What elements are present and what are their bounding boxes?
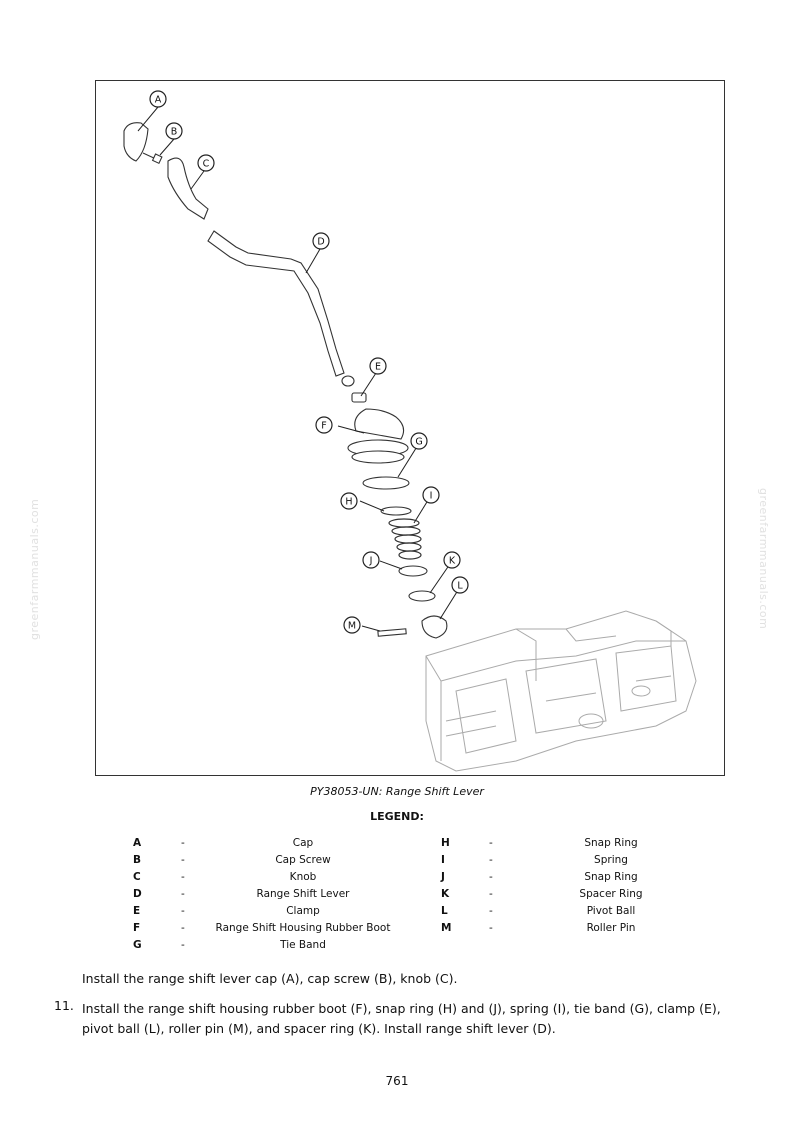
callout-k: K — [443, 551, 461, 569]
legend-letter: F — [133, 922, 141, 934]
step-instruction-line-1: Install the range shift housing rubber b… — [82, 1001, 721, 1016]
legend-dash: - — [181, 905, 185, 917]
legend-letter: B — [133, 854, 142, 866]
step-instruction-line-2: pivot ball (L), roller pin (M), and spac… — [82, 1021, 556, 1036]
rubber-boot-part — [347, 408, 409, 464]
legend-letter: M — [441, 922, 452, 934]
callout-c: C — [197, 154, 215, 172]
legend-letter: H — [441, 837, 450, 849]
svg-text:M: M — [348, 621, 356, 632]
legend-letter: A — [133, 837, 142, 849]
legend-dash: - — [181, 922, 185, 934]
legend-name: Clamp — [286, 905, 320, 917]
legend-letter: E — [133, 905, 141, 917]
legend-letter: C — [133, 871, 141, 883]
range-shift-lever-diagram: A B C D E F G H I J K L M — [123, 90, 697, 772]
svg-text:H: H — [345, 497, 352, 508]
legend-name: Spring — [594, 854, 628, 866]
legend-letter: I — [441, 854, 445, 866]
legend-name: Roller Pin — [586, 922, 636, 934]
legend-letter: G — [133, 939, 142, 951]
step-number: 11. — [54, 998, 74, 1013]
svg-text:C: C — [203, 159, 210, 170]
callout-i: I — [422, 486, 440, 504]
svg-text:G: G — [415, 437, 422, 448]
svg-text:F: F — [321, 421, 326, 432]
legend-letter: K — [441, 888, 450, 900]
page-number: 761 — [385, 1074, 409, 1088]
callout-b: B — [165, 122, 183, 140]
figure-caption: PY38053-UN: Range Shift Lever — [310, 785, 484, 798]
legend-dash: - — [489, 854, 493, 866]
snap-ring-h-part — [380, 506, 412, 516]
legend-name: Snap Ring — [584, 871, 638, 883]
legend-letter: D — [133, 888, 142, 900]
roller-pin-part — [377, 628, 407, 637]
legend-name: Range Shift Lever — [256, 888, 350, 900]
legend-name: Cap — [292, 837, 314, 849]
callout-a: A — [149, 90, 167, 108]
clamp-part — [351, 392, 367, 403]
legend-name: Range Shift Housing Rubber Boot — [215, 922, 391, 934]
cap-screw-part — [142, 152, 163, 165]
svg-text:K: K — [449, 556, 456, 567]
svg-text:I: I — [430, 491, 433, 502]
legend-dash: - — [489, 871, 493, 883]
tie-band-part — [362, 476, 410, 490]
svg-text:A: A — [155, 95, 162, 106]
svg-text:B: B — [171, 127, 178, 138]
spacer-ring-part — [408, 590, 436, 602]
legend-name: Pivot Ball — [586, 905, 636, 917]
callout-j: J — [362, 551, 380, 569]
callout-m: M — [343, 616, 361, 634]
callout-g: G — [410, 432, 428, 450]
callout-f: F — [315, 416, 333, 434]
svg-text:J: J — [369, 556, 373, 567]
legend-letter: J — [441, 871, 445, 883]
cap-part — [123, 122, 149, 162]
legend-dash: - — [489, 888, 493, 900]
intro-instruction: Install the range shift lever cap (A), c… — [82, 971, 458, 986]
legend-dash: - — [489, 905, 493, 917]
watermark-left: greenfarmmanuals.com — [28, 498, 41, 640]
callout-e: E — [369, 357, 387, 375]
callout-h: H — [340, 492, 358, 510]
legend-dash: - — [181, 939, 185, 951]
exploded-view-figure: A B C D E F G H I J K L M — [95, 80, 725, 776]
legend-dash: - — [181, 837, 185, 849]
legend-name: Knob — [289, 871, 317, 883]
transmission-housing — [425, 610, 697, 772]
legend-name: Cap Screw — [275, 854, 331, 866]
snap-ring-j-part — [398, 565, 428, 577]
spring-part — [388, 518, 422, 560]
legend-name: Snap Ring — [584, 837, 638, 849]
knob-part — [167, 157, 209, 220]
legend-dash: - — [181, 888, 185, 900]
legend-letter: L — [441, 905, 448, 917]
pivot-ball-part — [421, 615, 448, 639]
legend-name: Tie Band — [280, 939, 326, 951]
legend-name: Spacer Ring — [579, 888, 643, 900]
callout-l: L — [451, 576, 469, 594]
legend-dash: - — [181, 854, 185, 866]
legend-title: LEGEND: — [370, 810, 424, 823]
callout-d: D — [312, 232, 330, 250]
watermark-right: greenfarmmanuals.com — [757, 488, 770, 630]
svg-text:E: E — [375, 362, 381, 373]
legend-dash: - — [489, 922, 493, 934]
range-shift-lever-part — [207, 230, 355, 387]
svg-text:L: L — [457, 581, 463, 592]
legend-dash: - — [181, 871, 185, 883]
legend-dash: - — [489, 837, 493, 849]
svg-text:D: D — [317, 237, 324, 248]
